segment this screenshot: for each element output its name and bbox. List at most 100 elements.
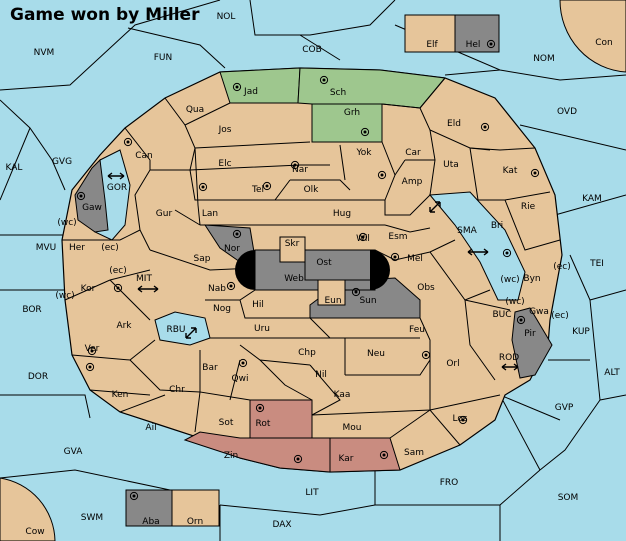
land-label-lan: Lan [202, 209, 218, 219]
supply-center-dot-20 [88, 365, 92, 369]
supply-center-dot-18 [241, 361, 245, 365]
land-label-orl: Orl [446, 359, 459, 369]
supply-center-2 [360, 127, 370, 137]
land-label-yok: Yok [355, 148, 372, 158]
sea-label-ovd: OVD [557, 107, 577, 117]
land-label-chr: Chr [169, 385, 185, 395]
land-label-qua: Qua [186, 105, 204, 115]
supply-center-dot-26 [132, 494, 136, 498]
land-label-mel: Mel [407, 254, 423, 264]
supply-center-11 [358, 232, 368, 242]
coast-tag-2: (ec) [109, 266, 127, 276]
land-label-uru: Uru [254, 324, 270, 334]
supply-center-22 [293, 454, 303, 464]
sea-label-dax: DAX [272, 520, 291, 530]
supply-center-dot-17 [354, 290, 358, 294]
supply-center-dot-21 [258, 406, 262, 410]
sea-label-kal: KAL [6, 163, 23, 173]
supply-center-24 [516, 315, 526, 325]
supply-center-dot-19 [424, 353, 428, 357]
sea-label-sma: SMA [457, 226, 477, 236]
sea-label-cob: COB [302, 45, 322, 55]
sea-label-kam: KAM [582, 194, 602, 204]
sea-label-mvu: MVU [36, 243, 57, 253]
coast-tag-6: (wc) [505, 297, 524, 307]
inner-sea-sma [428, 191, 526, 301]
land-label-esm: Esm [388, 232, 407, 242]
supply-center-5 [290, 160, 300, 170]
coast-tag-3: (wc) [55, 291, 74, 301]
land-label-her: Her [69, 243, 85, 253]
land-label-elf: Elf [426, 40, 438, 50]
land-label-chp: Chp [298, 348, 316, 358]
region-eun [317, 279, 346, 306]
land-label-orn: Orn [187, 517, 203, 527]
game-status-title: Game won by Miller [10, 5, 200, 25]
supply-center-dot-27 [461, 418, 465, 422]
land-label-pir: Pir [524, 329, 536, 339]
black-capsule-east [370, 250, 390, 290]
coast-tag-0: (wc) [57, 218, 76, 228]
supply-center-20 [85, 362, 95, 372]
land-label-ost: Ost [316, 258, 332, 268]
land-label-olk: Olk [304, 185, 320, 195]
sea-label-bor: BOR [22, 305, 41, 315]
land-label-bar: Bar [202, 363, 218, 373]
black-capsule-west [235, 250, 255, 290]
land-label-jad: Jad [243, 87, 258, 97]
supply-center-17 [351, 287, 361, 297]
land-label-elc: Elc [218, 159, 231, 169]
sea-label-buc: BUC [492, 310, 511, 320]
supply-center-dot-25 [489, 42, 493, 46]
supply-center-dot-11 [361, 235, 365, 239]
supply-center-4 [377, 170, 387, 180]
land-label-ail: Ail [145, 423, 156, 433]
supply-center-dot-12 [235, 232, 239, 236]
supply-center-dot-22 [296, 457, 300, 461]
land-label-neu: Neu [367, 349, 385, 359]
land-label-los: Los [452, 414, 467, 424]
land-label-aba: Aba [142, 517, 159, 527]
land-label-grh: Grh [344, 108, 360, 118]
land-label-rie: Rie [521, 202, 536, 212]
land-label-sch: Sch [330, 88, 346, 98]
supply-center-dot-16 [229, 284, 233, 288]
sea-label-gvp: GVP [555, 403, 574, 413]
supply-center-dot-23 [382, 453, 386, 457]
supply-centers [76, 39, 540, 501]
sea-label-nol: NOL [217, 12, 236, 22]
land-label-ken: Ken [112, 390, 129, 400]
supply-center-dot-14 [505, 251, 509, 255]
region-elf [404, 14, 456, 53]
supply-center-25 [486, 39, 496, 49]
supply-center-dot-9 [533, 171, 537, 175]
region-orn [171, 489, 220, 527]
land-label-hil: Hil [252, 300, 264, 310]
region-con [559, 0, 626, 73]
sea-label-gva: GVA [64, 447, 84, 457]
supply-center-19 [421, 350, 431, 360]
supply-center-23 [379, 450, 389, 460]
sea-label-kup: KUP [572, 327, 590, 337]
land-label-sun: Sun [359, 296, 376, 306]
coast-tag-1: (ec) [101, 243, 119, 253]
region-hel [454, 14, 500, 53]
land-label-hug: Hug [333, 209, 351, 219]
sea-label-mit: MIT [136, 274, 152, 284]
land-label-obs: Obs [417, 283, 435, 293]
sea-label-nvm: NVM [34, 48, 55, 58]
supply-center-dot-10 [79, 194, 83, 198]
land-label-kaa: Kaa [334, 390, 351, 400]
supply-center-13 [390, 252, 400, 262]
land-label-skr: Skr [285, 239, 300, 249]
sea-label-con: Con [595, 38, 613, 48]
region-skr [279, 236, 306, 263]
land-label-qwi: Qwi [232, 374, 249, 384]
land-borders [62, 77, 561, 446]
supply-center-3 [123, 137, 133, 147]
supply-center-dot-28 [90, 349, 94, 353]
sea-label-lit: LIT [305, 488, 319, 498]
sea-label-dor: DOR [28, 372, 48, 382]
land-label-ark: Ark [116, 321, 132, 331]
